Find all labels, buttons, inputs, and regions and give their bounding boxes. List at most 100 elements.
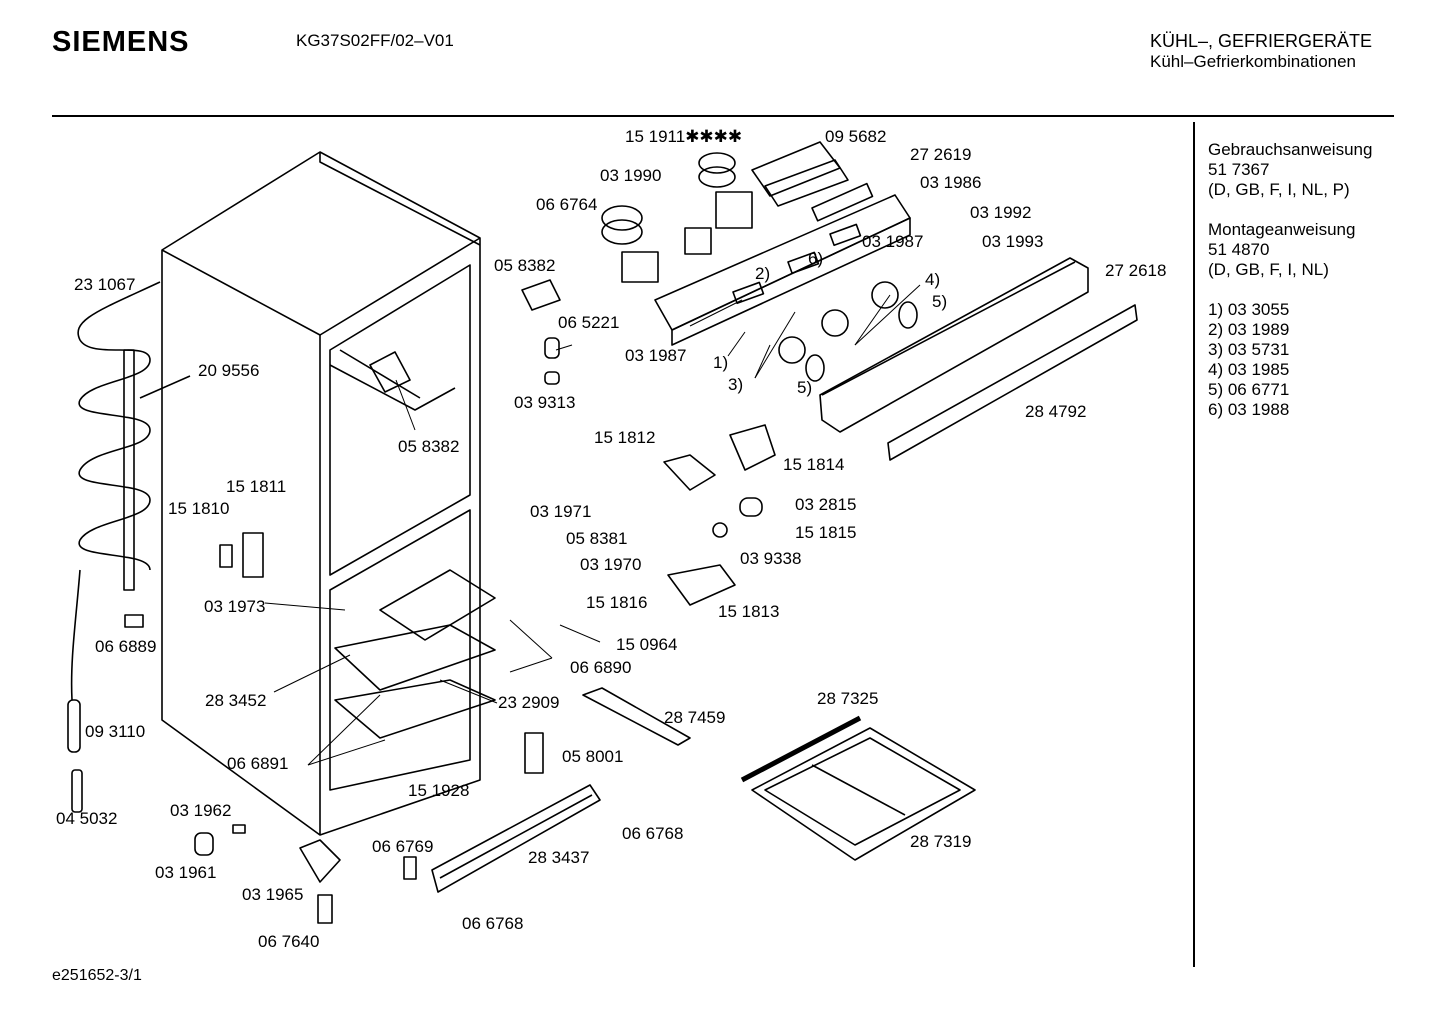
part-label: 1) (713, 353, 728, 372)
header-divider (52, 115, 1394, 117)
plug-part (71, 769, 83, 813)
part-label: 06 5221 (558, 313, 619, 332)
cap (194, 832, 214, 856)
model-number: KG37S02FF/02–V01 (296, 31, 454, 50)
sensor-probe (67, 699, 81, 753)
install-languages: (D, GB, F, I, NL) (1208, 260, 1329, 279)
install-title: Montageanweisung (1208, 220, 1356, 239)
install-number: 51 4870 (1208, 240, 1270, 259)
knob (821, 309, 849, 337)
part-label: 5) (932, 292, 947, 311)
bracket (521, 279, 561, 311)
part-label: 2) (755, 264, 770, 283)
lamp-socket (739, 497, 763, 517)
part-label: 15 1812 (594, 428, 655, 447)
part-label: 27 2619 (910, 145, 971, 164)
part-label: 15 1813 (718, 602, 779, 621)
part-label: 06 6764 (536, 195, 597, 214)
control-panel (654, 182, 911, 346)
part-label: 04 5032 (56, 809, 117, 828)
part-label: 28 7325 (817, 689, 878, 708)
shaft (732, 281, 765, 305)
thermostat-small (684, 227, 712, 255)
footnote: 1) 03 3055 (1208, 300, 1290, 319)
screw-fitting (544, 337, 560, 359)
part-label: 20 9556 (198, 361, 259, 380)
part-label: 03 1961 (155, 863, 216, 882)
part-label: 03 1987 (625, 346, 686, 365)
tray-rail (740, 715, 862, 783)
manual-languages: (D, GB, F, I, NL, P) (1208, 180, 1350, 199)
part-label: 28 4792 (1025, 402, 1086, 421)
footnote: 5) 06 6771 (1208, 380, 1290, 399)
part-label: 03 1990 (600, 166, 661, 185)
part-label: 5) (797, 378, 812, 397)
footnote: 3) 03 5731 (1208, 340, 1290, 359)
trim-strip (887, 304, 1138, 461)
side-panel: Gebrauchsanweisung 51 7367 (D, GB, F, I,… (1208, 140, 1372, 420)
footnote: 6) 03 1988 (1208, 400, 1290, 419)
bracket-plate (242, 532, 264, 578)
ring (805, 354, 825, 382)
pin (232, 824, 246, 834)
part-label: 28 7319 (910, 832, 971, 851)
kickplate (431, 784, 601, 893)
footnote: 2) 03 1989 (1208, 320, 1290, 339)
part-label: 06 6891 (227, 754, 288, 773)
part-label: 6) (808, 249, 823, 268)
part-label: 03 1962 (170, 801, 231, 820)
fan-cup (601, 205, 643, 231)
shelf (379, 569, 496, 641)
part-label: 03 1965 (242, 885, 303, 904)
brand-logo: SIEMENS (52, 26, 190, 58)
part-label: 15 1815 (795, 523, 856, 542)
category-subtitle: Kühl–Gefrierkombinationen (1150, 52, 1357, 71)
washer (544, 371, 560, 385)
part-label: 3) (728, 375, 743, 394)
manual-title: Gebrauchsanweisung (1208, 140, 1373, 159)
part-label: 03 9313 (514, 393, 575, 412)
part-label: 05 8001 (562, 747, 623, 766)
part-label: 15 0964 (616, 635, 677, 654)
category-title: KÜHL–, GEFRIERGERÄTE (1150, 31, 1373, 51)
knob (871, 281, 899, 309)
part-label: 15 1810 (168, 499, 229, 518)
switch-body (715, 191, 753, 229)
part-label: 23 1067 (74, 275, 135, 294)
part-label: 4) (925, 270, 940, 289)
clip (403, 856, 417, 880)
part-label: 03 1987 (862, 232, 923, 251)
cover-profile (819, 257, 1089, 433)
fixing (219, 544, 233, 568)
part-label: 09 5682 (825, 127, 886, 146)
part-label: 05 8382 (494, 256, 555, 275)
part-label: 03 1993 (982, 232, 1043, 251)
part-label: 06 6768 (462, 914, 523, 933)
cabinet-body (161, 151, 481, 836)
lamp-cover (663, 454, 716, 491)
document-id: e251652-3/1 (52, 967, 142, 984)
part-label: 09 3110 (85, 722, 145, 741)
part-label: 06 6768 (622, 824, 683, 843)
part-label: 05 8381 (566, 529, 627, 548)
clip-small (124, 614, 144, 628)
part-label: 03 1986 (920, 173, 981, 192)
part-label: 27 2618 (1105, 261, 1166, 280)
footnote: 4) 03 1985 (1208, 360, 1290, 379)
part-label: 15 1811 (226, 477, 286, 496)
part-label: 06 6889 (95, 637, 156, 656)
side-panel-divider (1193, 122, 1195, 967)
bottom-strip (582, 687, 691, 746)
lamp-housing (729, 424, 776, 471)
part-label: 03 1973 (204, 597, 265, 616)
bulb (712, 522, 728, 538)
part-label: 15 1911✱✱✱✱ (625, 127, 742, 146)
part-label: 06 6769 (372, 837, 433, 856)
part-label: 15 1816 (586, 593, 647, 612)
part-label: 03 1970 (580, 555, 641, 574)
hinge-bracket (524, 732, 544, 774)
drip-tray (667, 564, 736, 606)
knob (778, 336, 806, 364)
part-label: 28 7459 (664, 708, 725, 727)
